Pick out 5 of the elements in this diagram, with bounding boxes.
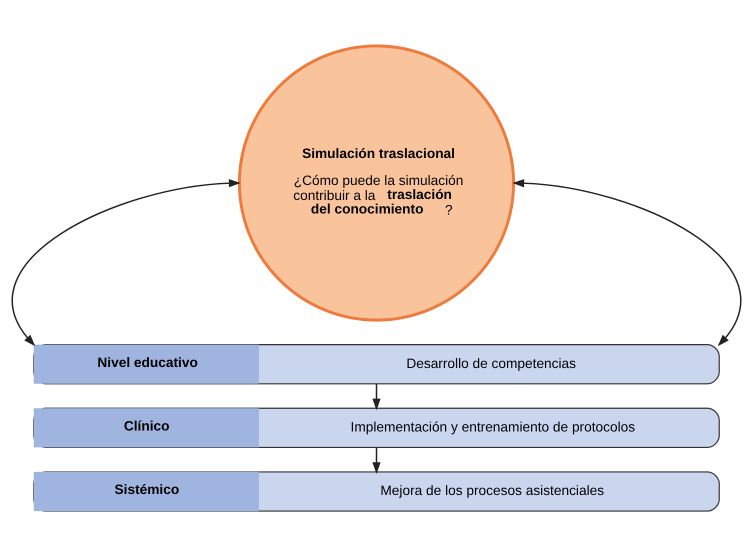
arrow [372, 384, 381, 410]
node-circle: Simulación traslacional ¿Cómo puede la simulación contribuir a la traslación del conocimiento? [238, 44, 516, 322]
arrow [372, 448, 381, 474]
arrow [512, 179, 742, 346]
arrow [12, 179, 241, 346]
